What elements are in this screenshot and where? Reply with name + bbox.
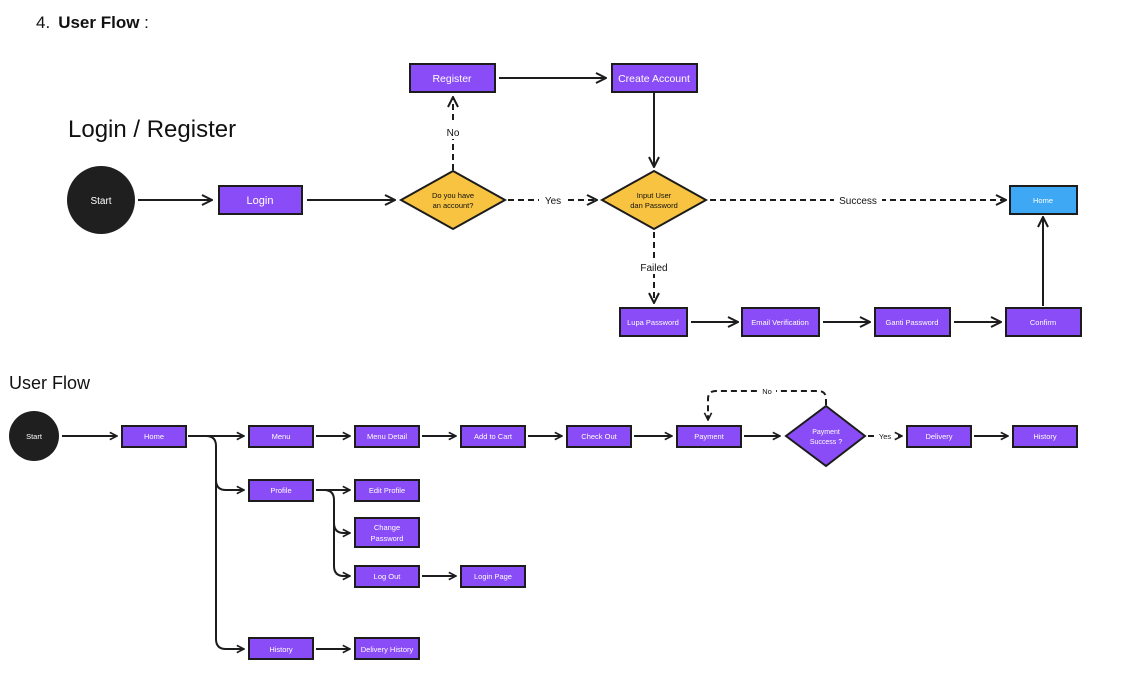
flow-node-home-label: Home [144,432,164,441]
flow-node-delivery[interactable] [906,425,972,448]
heading-suffix: : [144,13,149,32]
edge-profile-change [316,489,350,533]
flow-node-payment-success-label-1: Payment [812,429,840,436]
node-email-verification-label: Email Verification [751,318,809,327]
node-ganti-password-label: Ganti Password [886,318,939,327]
flow-node-menu-label: Menu [272,432,291,441]
flow-node-history-label: History [269,645,293,654]
flow-label-no: No [762,387,772,396]
flow-node-start[interactable] [9,411,59,461]
flow-node-home[interactable] [121,425,187,448]
node-home[interactable] [1009,185,1078,215]
flow-node-delivery-label: Delivery [925,432,952,441]
node-start[interactable] [67,166,135,234]
edge-success-payment-no [708,390,827,420]
edge-home-history [215,480,244,649]
node-ask-account[interactable] [398,169,508,231]
flow-node-menu-detail[interactable] [354,425,420,448]
node-register[interactable] [409,63,496,93]
login-nodes: Start Login Do you have an account? Regi… [67,63,1082,337]
login-register-title: Login / Register [68,116,237,143]
flow-node-history[interactable] [248,637,314,660]
flow-node-history-end-label: History [1033,432,1057,441]
flow-node-payment-label: Payment [694,432,725,441]
flow-node-add-to-cart-label: Add to Cart [474,432,513,441]
node-input-user[interactable] [599,169,709,231]
flow-node-delivery-history-label: Delivery History [361,645,414,654]
edge-profile-logout [333,523,350,576]
flow-node-change-password[interactable] [354,517,420,548]
flow-node-add-to-cart[interactable] [460,425,526,448]
heading-title: User Flow [58,13,140,32]
node-input-user-label-2: dan Password [630,201,678,210]
node-login-label: Login [247,195,274,207]
node-ask-account-label-2: an account? [433,201,474,210]
flow-node-change-password-label-1: Change [374,523,400,532]
document-heading: 4. User Flow : [36,13,149,33]
flow-label-yes: Yes [879,432,891,441]
flow-node-log-out-label: Log Out [374,572,402,581]
flow-node-payment[interactable] [676,425,742,448]
flow-node-delivery-history[interactable] [354,637,420,660]
node-create-account[interactable] [611,63,698,93]
flow-node-menu[interactable] [248,425,314,448]
flow-node-check-out[interactable] [566,425,632,448]
flow-node-menu-detail-label: Menu Detail [367,432,407,441]
node-ask-account-label-1: Do you have [432,191,474,200]
flow-node-start-label: Start [26,432,43,441]
flow-node-profile[interactable] [248,479,314,502]
label-failed: Failed [640,263,667,274]
flow-node-edit-profile-label: Edit Profile [369,486,405,495]
login-edges: No Yes Success Failed [138,78,1043,322]
node-start-label: Start [90,196,111,207]
node-confirm[interactable] [1005,307,1082,337]
flow-node-edit-profile[interactable] [354,479,420,502]
flow-node-payment-success[interactable] [784,404,867,468]
node-lupa-password-label: Lupa Password [627,318,679,327]
flow-node-log-out[interactable] [354,565,420,588]
flow-node-login-page-label: Login Page [474,572,512,581]
node-register-label: Register [432,73,472,85]
flow-node-payment-success-label-2: Success ? [810,439,842,446]
flow-node-check-out-label: Check Out [581,432,617,441]
edge-home-profile [188,435,244,490]
flow-edges: No Yes [62,385,1008,649]
node-home-label: Home [1033,196,1053,205]
node-input-user-label-1: Input User [637,191,672,200]
heading-number: 4. [36,13,51,32]
node-ganti-password[interactable] [874,307,951,337]
flow-node-change-password-label-2: Password [371,534,404,543]
label-success: Success [839,196,877,207]
node-email-verification[interactable] [741,307,820,337]
label-yes: Yes [545,196,561,207]
flow-node-profile-label: Profile [270,486,291,495]
flow-node-login-page[interactable] [460,565,526,588]
user-flow-title: User Flow [9,373,91,393]
node-create-account-label: Create Account [618,73,690,85]
label-no: No [447,128,460,139]
node-login[interactable] [218,185,303,215]
node-confirm-label: Confirm [1030,318,1056,327]
node-lupa-password[interactable] [619,307,688,337]
flow-node-history-end[interactable] [1012,425,1078,448]
flow-nodes: Start Home Menu Menu Detail Add to Cart … [9,404,1078,660]
